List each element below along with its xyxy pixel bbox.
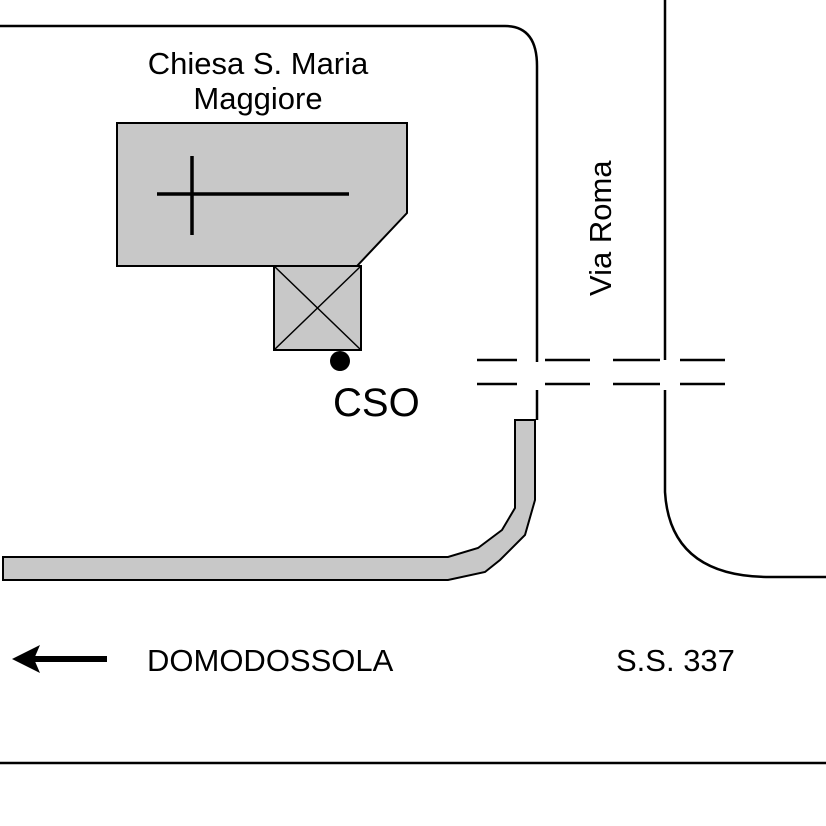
road-label: S.S. 337 bbox=[616, 643, 735, 678]
church-label: Chiesa S. Maria Maggiore bbox=[147, 46, 369, 116]
direction-label: DOMODOSSOLA bbox=[147, 643, 394, 678]
marker-label: CSO bbox=[333, 381, 420, 425]
cross-icon bbox=[157, 156, 349, 235]
road-edge-south-east bbox=[663, 390, 826, 579]
arrow-left-icon bbox=[12, 645, 107, 673]
crosswalk bbox=[477, 358, 725, 386]
location-marker-icon bbox=[330, 351, 350, 371]
road-edge-north-west bbox=[0, 24, 539, 362]
bell-tower bbox=[273, 265, 362, 351]
street-label-via-roma: Via Roma bbox=[583, 160, 618, 296]
sidewalk-strip bbox=[2, 419, 536, 581]
